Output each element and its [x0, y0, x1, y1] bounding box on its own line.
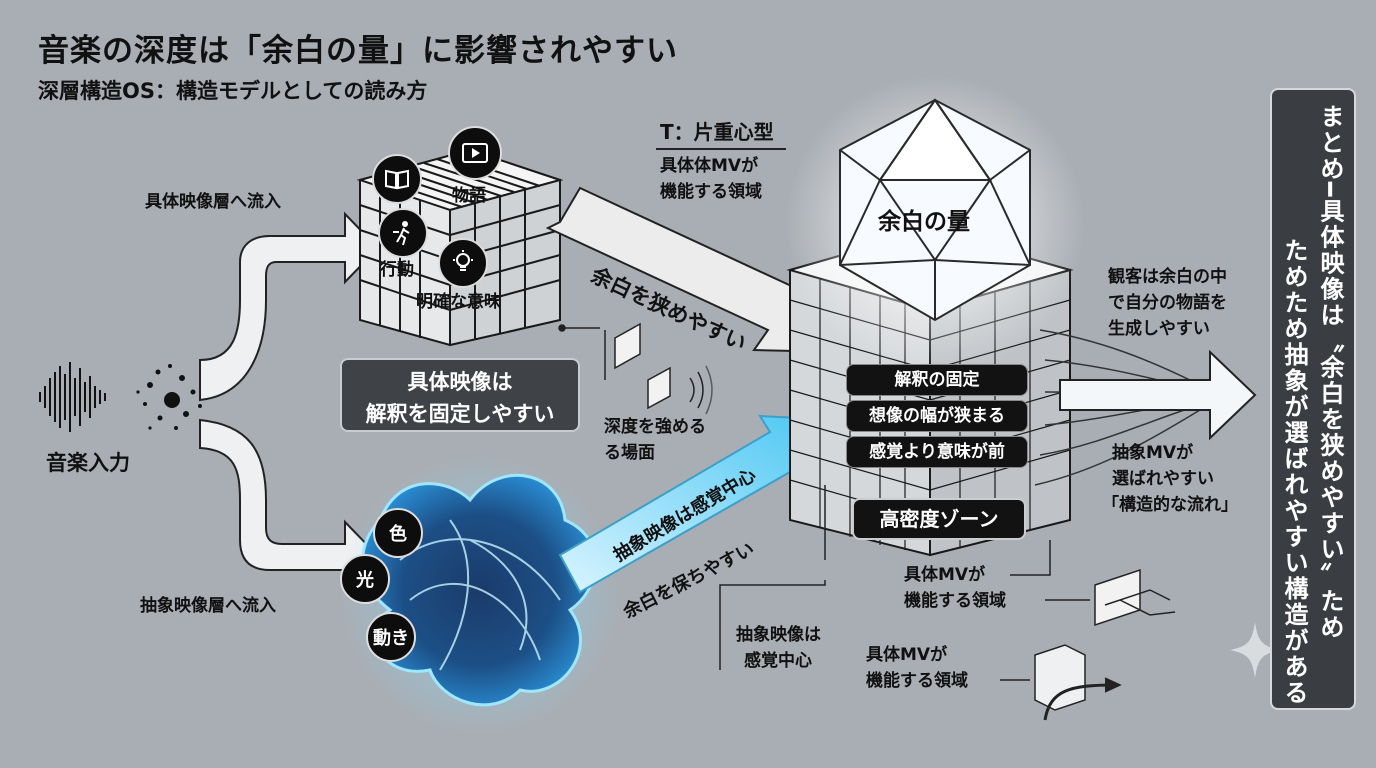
music-input-label: 音楽入力	[46, 451, 130, 475]
viewer-line2: で自分の物語を	[1108, 293, 1227, 313]
margin-crystal-icon	[839, 98, 1031, 322]
t-type-divider	[656, 148, 786, 150]
t-type-line2: 機能する領域	[660, 182, 762, 202]
particle-burst-icon	[136, 364, 202, 430]
clear-meaning-label: 明確な意味	[416, 292, 501, 312]
concrete-mv2-line1: 具体MVが	[866, 645, 948, 665]
story-label: 物語	[452, 186, 486, 206]
fix-box-line2: 解釈を固定しやすい	[365, 402, 555, 426]
concrete-mv1-line2: 機能する領域	[904, 591, 1006, 611]
crystal-label: 余白の量	[878, 209, 970, 235]
light-badge: 光	[340, 554, 390, 604]
high-density-zone: 高密度ゾーン	[852, 498, 1026, 540]
book-icon	[372, 154, 422, 204]
abstract-note-line1: 抽象映像は	[736, 625, 821, 645]
viewer-line1: 観客は余白の中	[1108, 267, 1227, 287]
branch-glyph-lower	[1034, 644, 1122, 721]
page-subtitle: 深層構造OS：構造モデルとしての読み方	[38, 79, 428, 103]
video-play-icon	[448, 126, 502, 180]
motion-badge: 動き	[366, 612, 416, 662]
summary-col1: まとめ━具体映像は〝余白を狭めやすい〟ため	[1316, 104, 1344, 641]
fix-interpretation-box: 具体映像は 解釈を固定しやすい	[340, 358, 580, 432]
abstract-mv-line1: 抽象MVが	[1112, 443, 1194, 463]
walking-person-icon	[378, 208, 428, 258]
connector-lines	[719, 485, 1090, 681]
color-badge: 色	[373, 508, 423, 558]
tower-label-meaning: 感覚より意味が前	[846, 436, 1028, 468]
branch-glyph-upper	[1094, 568, 1176, 627]
flow-arrow-to-concrete	[199, 211, 380, 402]
concrete-inflow-label: 具体映像層へ流入	[145, 192, 281, 212]
lightbulb-icon	[438, 238, 488, 288]
summary-col2: ためため抽象が選ばれやすい構造がある	[1280, 238, 1308, 706]
abstract-note-line2: 感覚中心	[744, 651, 812, 671]
abstract-mv-line2: 選ばれやすい	[1112, 469, 1214, 489]
t-type-title: T：片重心型	[660, 120, 774, 144]
viewer-line3: 生成しやすい	[1108, 319, 1210, 339]
abstract-mv-line3: 「構造的な流れ」	[1102, 495, 1238, 515]
summary-panel: まとめ━具体映像は〝余白を狭めやすい〟ため ためため抽象が選ばれやすい構造がある	[1270, 88, 1356, 710]
t-type-line1: 具体体MVが	[660, 156, 759, 176]
output-arrow	[1059, 349, 1257, 441]
sound-wave-icon	[39, 362, 106, 432]
concrete-mv2-line2: 機能する領域	[866, 671, 968, 691]
tower-label-narrow: 想像の幅が狭まる	[846, 400, 1028, 432]
action-label: 行動	[380, 260, 414, 280]
concrete-mv1-line1: 具体MVが	[904, 565, 986, 585]
fix-box-line1: 具体映像は	[407, 370, 513, 394]
tower-label-fix: 解釈の固定	[846, 364, 1028, 396]
abstract-inflow-label: 抽象映像層へ流入	[140, 596, 276, 616]
deep-scene-line1: 深度を強める	[604, 417, 706, 437]
sparkle-icon	[1230, 622, 1280, 678]
frame-glyphs	[558, 322, 713, 415]
page-title: 音楽の深度は「余白の量」に影響されやすい	[38, 33, 678, 69]
deep-scene-line2: る場面	[604, 443, 655, 463]
